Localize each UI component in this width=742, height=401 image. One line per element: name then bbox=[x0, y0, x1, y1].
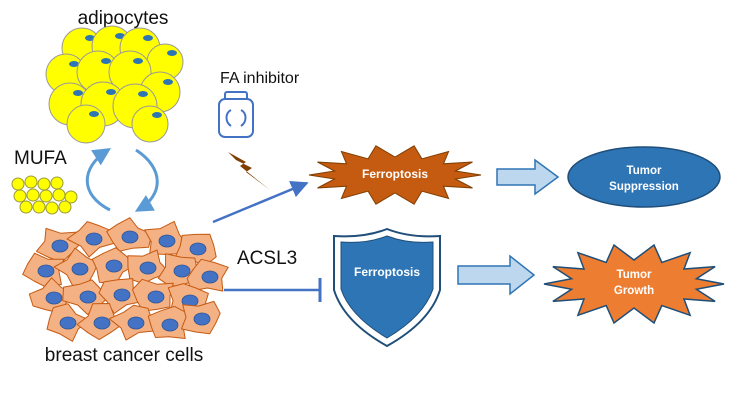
cancer-cell bbox=[46, 303, 91, 342]
mufa-label: MUFA bbox=[14, 148, 67, 169]
adipocytes-label: adipocytes bbox=[78, 8, 169, 29]
ferroptosis-burst: Ferroptosis bbox=[308, 145, 482, 205]
cancer-cell-nucleus bbox=[51, 239, 69, 253]
cancer-cell-nucleus bbox=[93, 316, 111, 330]
cancer-cell bbox=[132, 278, 174, 312]
tumor-growth-line1: Tumor bbox=[617, 269, 652, 281]
fat-cell bbox=[66, 104, 106, 144]
cancer-cell bbox=[127, 249, 171, 285]
fa-inhibitor-label: FA inhibitor bbox=[220, 70, 300, 87]
cancer-cell bbox=[108, 304, 155, 341]
cancer-cell bbox=[180, 300, 221, 335]
fat-cell bbox=[131, 105, 169, 143]
cancer-cell-nucleus bbox=[105, 259, 123, 273]
cancer-cell bbox=[28, 277, 77, 314]
ferroptosis-shield-label: Ferroptosis bbox=[354, 265, 420, 279]
cancer-cell bbox=[53, 247, 99, 287]
tumor-growth-node: Tumor Growth bbox=[543, 243, 725, 325]
cancer-cell-nucleus bbox=[79, 290, 97, 304]
ferroptosis-shield: Ferroptosis bbox=[333, 227, 441, 348]
cancer-cell-nucleus bbox=[189, 242, 207, 256]
cancer-cell-nucleus bbox=[37, 264, 55, 278]
adipocyte-cluster bbox=[45, 25, 184, 144]
breast-cancer-cells-label: breast cancer cells bbox=[45, 345, 203, 366]
cancer-cell-nucleus bbox=[139, 261, 157, 275]
cancer-cell-nucleus bbox=[173, 264, 191, 278]
tumor-suppression-line2: Suppression bbox=[609, 181, 679, 193]
tumor-suppression-node: Tumor Suppression bbox=[567, 146, 721, 208]
acsl3-inhibition-line bbox=[224, 278, 322, 302]
cancer-cell bbox=[35, 227, 80, 263]
cancer-cell-nucleus bbox=[121, 230, 139, 244]
fat-cell bbox=[146, 43, 184, 81]
cancer-cell-nucleus bbox=[59, 316, 77, 330]
cancer-cell-nucleus bbox=[161, 318, 179, 332]
cycle-arrow-up bbox=[85, 148, 112, 212]
cancer-cell-nucleus bbox=[193, 312, 211, 326]
cancer-cell bbox=[66, 221, 115, 258]
acsl3-label: ACSL3 bbox=[237, 248, 297, 269]
cancer-cell bbox=[147, 305, 189, 339]
arrow-to-ferroptosis bbox=[212, 180, 309, 224]
block-arrow-to-growth bbox=[457, 254, 536, 296]
tumor-growth-line2: Growth bbox=[614, 285, 654, 297]
cancer-cell-nucleus bbox=[71, 262, 89, 276]
ferroptosis-top-label: Ferroptosis bbox=[362, 167, 428, 181]
cancer-cell-nucleus bbox=[45, 291, 63, 305]
breast-cancer-cell-cluster bbox=[22, 217, 229, 342]
cancer-cell-nucleus bbox=[113, 288, 131, 302]
cancer-cell-nucleus bbox=[147, 290, 165, 304]
cancer-cell-nucleus bbox=[201, 270, 219, 284]
mufa-droplets bbox=[11, 175, 78, 215]
cancer-cell-nucleus bbox=[85, 232, 103, 246]
exchange-cycle-arrows bbox=[85, 148, 159, 212]
block-arrow-to-suppression bbox=[496, 158, 560, 196]
medicine-bottle-icon bbox=[218, 91, 254, 138]
cycle-arrow-down bbox=[134, 148, 159, 212]
tumor-suppression-line1: Tumor bbox=[627, 165, 662, 177]
cancer-cell bbox=[76, 303, 121, 341]
lightning-icon bbox=[228, 152, 270, 190]
cancer-cell bbox=[106, 217, 153, 252]
cancer-cell bbox=[91, 247, 136, 285]
cancer-cell bbox=[22, 252, 65, 288]
fat-cell bbox=[108, 50, 152, 94]
cancer-cell-nucleus bbox=[127, 316, 145, 330]
cancer-cell-nucleus bbox=[158, 234, 176, 248]
